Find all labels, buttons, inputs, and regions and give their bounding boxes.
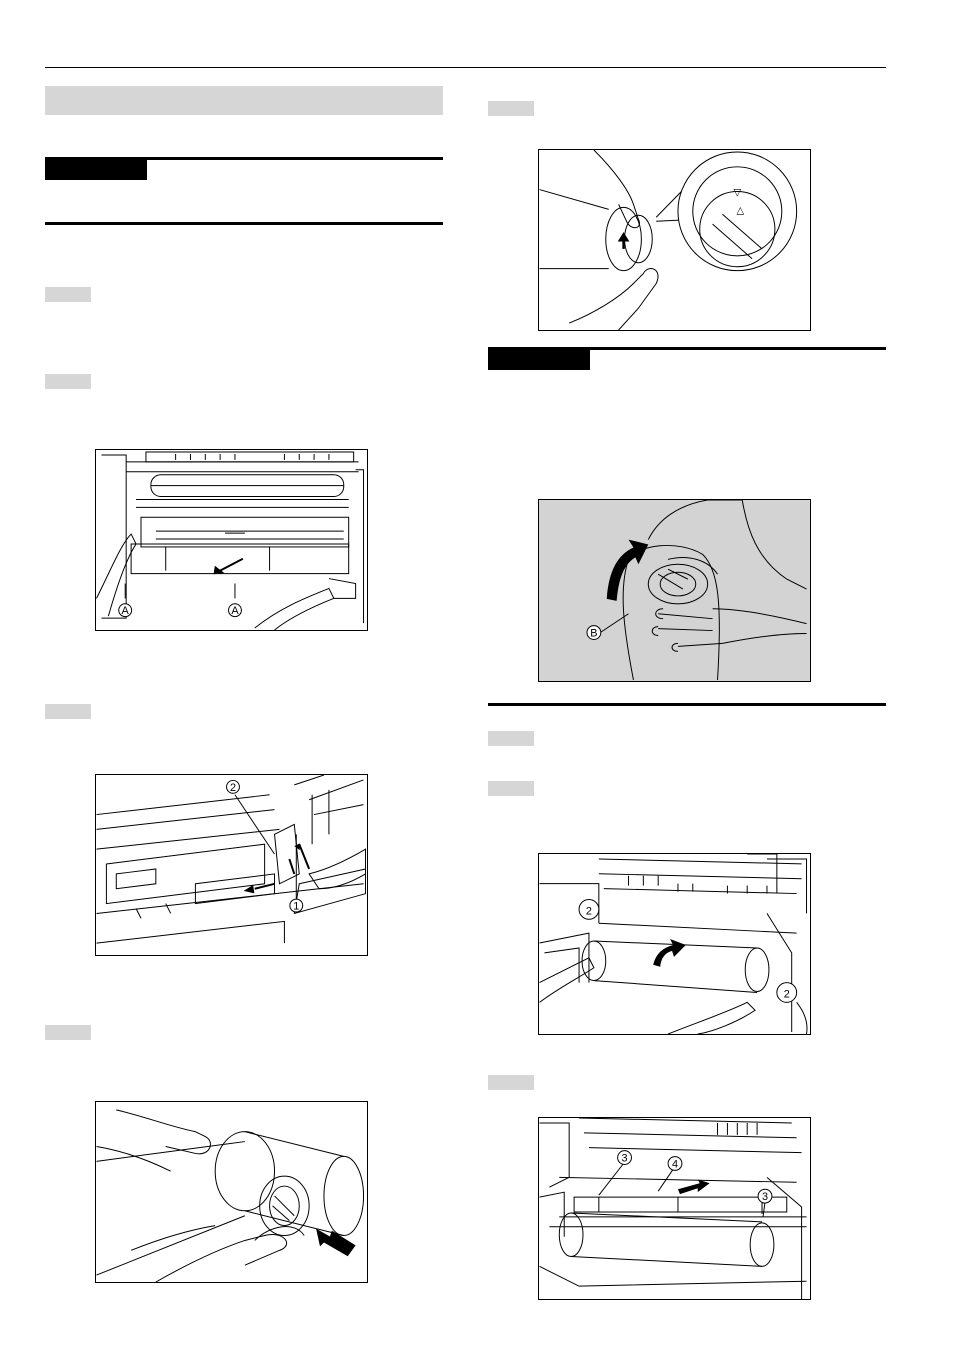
callout-a-left: A <box>122 605 130 617</box>
caution-2-label-box <box>488 350 590 370</box>
callout-2-left: 2 <box>586 905 592 917</box>
section-title-band <box>45 86 443 115</box>
load-arrow-icon <box>653 939 686 967</box>
callout-circle-2-right <box>776 982 798 1003</box>
callout-circle-a-right <box>228 603 242 618</box>
callout-3-left: 3 <box>622 1153 628 1165</box>
callout-2: 2 <box>230 782 236 794</box>
caution-2-top-rule <box>488 347 886 350</box>
figure-twist-flange-drawing: B <box>586 500 807 681</box>
insert-arrow-icon <box>316 1228 356 1257</box>
callout-circle-4 <box>667 1156 683 1171</box>
seat-arrow-icon <box>677 1179 710 1195</box>
figure-load-roll-drawing: 2 2 <box>539 854 808 1034</box>
figure-flange-dial-drawing: ▽ △ <box>539 150 798 330</box>
figure-open-tray-drawing: A A <box>96 451 365 630</box>
figure-open-tray: A A <box>95 449 368 631</box>
step-box-4 <box>45 1025 91 1040</box>
callout-a-right: A <box>231 605 239 617</box>
figure-roll-seated-drawing: 3 4 3 <box>539 1118 807 1299</box>
figure-release-lever: 2 1 <box>95 774 368 956</box>
step-box-8 <box>488 1075 534 1090</box>
callout-circle-2 <box>226 779 240 794</box>
callout-b: B <box>590 627 597 639</box>
page-top-rule <box>45 67 886 68</box>
callout-1: 1 <box>293 901 299 913</box>
caution-2-bottom-rule <box>488 703 886 706</box>
figure-flange-dial: ▽ △ <box>538 149 811 331</box>
step-box-7 <box>488 781 534 796</box>
callout-circle-1 <box>289 898 304 913</box>
callout-4: 4 <box>672 1158 678 1170</box>
step-box-6 <box>488 731 534 746</box>
figure-load-roll: 2 2 <box>538 853 811 1035</box>
step-box-5 <box>488 101 534 116</box>
figure-twist-flange: B <box>538 499 811 682</box>
caution-top-rule <box>45 157 443 160</box>
dial-arrow-up-icon: △ <box>736 205 744 216</box>
figure-release-lever-drawing: 2 1 <box>96 775 367 944</box>
callout-circle-3-right <box>757 1188 773 1204</box>
caution-bottom-rule <box>45 222 443 225</box>
step-box-2 <box>45 374 91 389</box>
callout-2-right: 2 <box>784 988 790 1000</box>
caution-label-box <box>45 160 147 180</box>
callout-circle-b <box>586 625 602 640</box>
callout-3-right: 3 <box>762 1191 768 1203</box>
callout-circle-a-left <box>118 603 133 618</box>
dial-arrow-down-icon: ▽ <box>733 187 741 198</box>
figure-insert-flange <box>95 1101 368 1283</box>
callout-circle-3-left <box>617 1150 632 1165</box>
step-box-1 <box>45 287 91 302</box>
rotate-arrow-icon <box>606 539 649 601</box>
figure-roll-seated: 3 4 3 <box>538 1117 811 1300</box>
callout-circle-2-left <box>578 899 600 920</box>
step-box-3 <box>45 704 91 719</box>
figure-insert-flange-drawing <box>96 1109 365 1282</box>
